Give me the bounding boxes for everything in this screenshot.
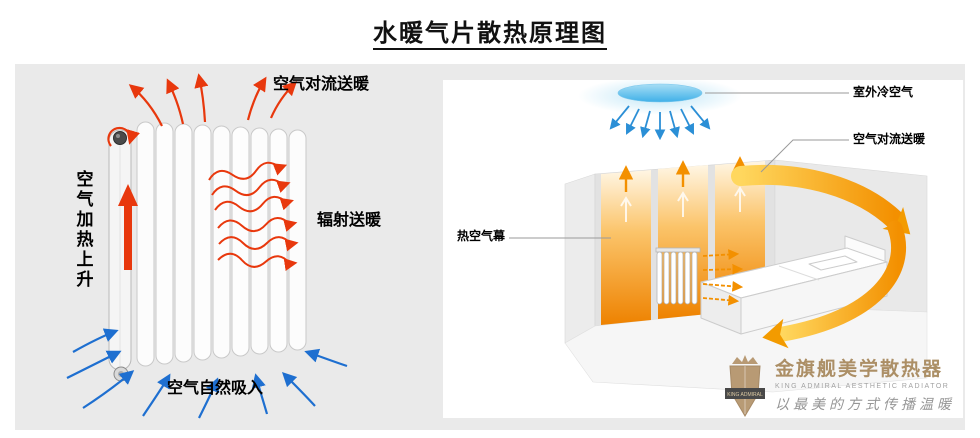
air-rise-arrow-icon: [118, 184, 138, 270]
radiator-illustration: [66, 73, 348, 419]
warm-airflow-lower-arrow-icon: [762, 220, 907, 349]
label-air-heated-rise: 空气加热上升: [73, 170, 93, 290]
label-connectors: [509, 92, 849, 239]
page-title-text: 水暖气片散热原理图: [373, 20, 607, 47]
ceiling-lamp-icon: [617, 83, 703, 103]
brand-text-block: 金旗舰美学散热器 KING ADMIRAL AESTHETIC RADIATOR…: [775, 354, 955, 414]
bed-illustration: [700, 235, 888, 335]
diagram-board: 空气对流送暖 空气加热上升 辐射送暖 空气自然吸入: [15, 64, 965, 430]
room-radiator: [655, 247, 701, 305]
brand-subtitle: KING ADMIRAL AESTHETIC RADIATOR: [775, 383, 950, 390]
brand-name: 金旗舰美学散热器: [775, 359, 944, 380]
ceiling-cold-air: [578, 80, 742, 141]
radiator-tubes: [136, 121, 307, 367]
warm-airflow-upper-arrow-icon: [731, 164, 911, 235]
label-convection-heating-room: 空气对流送暖: [853, 132, 926, 146]
label-radiation-heating: 辐射送暖: [317, 212, 382, 229]
radiator-valve-icon: [113, 131, 127, 145]
label-hot-air-curtain: 热空气幕: [457, 229, 506, 243]
room-scene-illustration: [509, 80, 928, 393]
brand-logo: KING ADMIRAL 金旗舰美学散热器 KING ADMIRAL AESTH…: [722, 354, 955, 418]
brand-badge-text: KING ADMIRAL: [727, 392, 763, 398]
brand-tagline: 以最美的方式传播温暖: [775, 397, 955, 413]
room-scene-panel: 室外冷空气 空气对流送暖 热空气幕 KING ADMIRAL 金旗舰美学散热器 …: [443, 80, 963, 418]
radiator-heat-arrows-icon: [702, 249, 744, 306]
label-outdoor-cold-air: 室外冷空气: [853, 85, 914, 99]
brand-shield-icon: KING ADMIRAL: [725, 355, 765, 417]
room-floor: [564, 305, 928, 393]
radiation-waves-icon: [208, 161, 299, 271]
label-natural-intake: 空气自然吸入: [167, 380, 264, 397]
intake-arrows-icon: [66, 328, 348, 419]
cold-air-arrows-icon: [609, 105, 711, 141]
label-convection-heating: 空气对流送暖: [273, 76, 370, 93]
page-title: 水暖气片散热原理图: [0, 13, 980, 48]
pillow: [808, 255, 858, 271]
convection-arrows-icon: [107, 73, 298, 147]
radiator-principle-panel: 空气对流送暖 空气加热上升 辐射送暖 空气自然吸入: [15, 64, 443, 430]
